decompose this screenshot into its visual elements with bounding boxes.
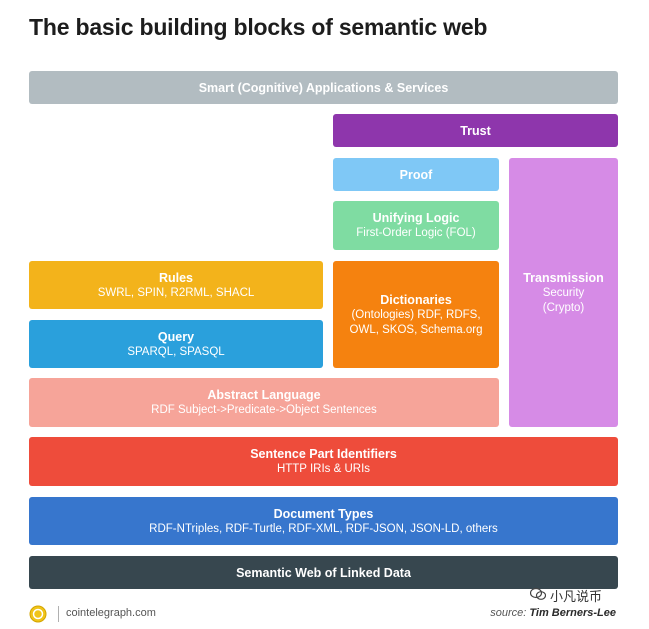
footer-source-author: Tim Berners-Lee [529,607,616,619]
watermark-icon [529,587,547,604]
block-abstract-language-subtitle: RDF Subject->Predicate->Object Sentences [151,404,377,416]
watermark: 小凡说币 [529,586,603,605]
block-proof: Proof [333,158,499,191]
block-unifying-logic-subtitle: First-Order Logic (FOL) [356,227,476,239]
block-trust-title: Trust [460,123,491,138]
block-sentence-part-identifiers: Sentence Part Identifiers HTTP IRIs & UR… [29,437,618,486]
block-transmission-subtitle-1: Security [542,286,585,299]
block-transmission-subtitle-2: (Crypto) [542,301,585,314]
block-sentence-part-identifiers-title: Sentence Part Identifiers [250,447,397,461]
block-linked-data-title: Semantic Web of Linked Data [236,565,411,580]
block-query: Query SPARQL, SPASQL [29,320,323,368]
footer-source: source: Tim Berners-Lee [490,607,616,619]
diagram-title: The basic building blocks of semantic we… [29,14,488,40]
block-linked-data: Semantic Web of Linked Data [29,556,618,589]
block-unifying-logic: Unifying Logic First-Order Logic (FOL) [333,201,499,250]
block-rules-subtitle: SWRL, SPIN, R2RML, SHACL [97,286,255,299]
block-document-types-title: Document Types [273,506,374,521]
block-rules-title: Rules [158,270,194,285]
block-abstract-language-title: Abstract Language [207,388,321,402]
block-abstract-language: Abstract Language RDF Subject->Predicate… [29,378,499,427]
block-document-types-subtitle: RDF-NTriples, RDF-Turtle, RDF-XML, RDF-J… [149,522,498,535]
block-proof-title: Proof [399,167,433,182]
block-sentence-part-identifiers-subtitle: HTTP IRIs & URIs [276,463,371,475]
block-query-subtitle: SPARQL, SPASQL [127,345,225,358]
watermark-text: 小凡说币 [550,589,603,604]
footer-separator [58,606,59,622]
block-dictionaries-subtitle-2: OWL, SKOS, Schema.org [349,323,483,336]
block-dictionaries-title: Dictionaries [380,292,452,307]
block-unifying-logic-title: Unifying Logic [372,211,460,225]
block-dictionaries: Dictionaries (Ontologies) RDF, RDFS, OWL… [333,261,499,368]
block-dictionaries-subtitle-1: (Ontologies) RDF, RDFS, [351,308,481,321]
cointelegraph-logo-icon [28,604,48,624]
block-document-types: Document Types RDF-NTriples, RDF-Turtle,… [29,497,618,545]
block-rules: Rules SWRL, SPIN, R2RML, SHACL [29,261,323,309]
footer-site-link[interactable]: cointelegraph.com [66,607,156,619]
block-trust: Trust [333,114,618,147]
block-smart-applications-title: Smart (Cognitive) Applications & Service… [198,80,449,95]
block-transmission-title: Transmission [523,270,604,285]
block-query-title: Query [157,329,195,344]
footer-source-prefix: source: [490,607,530,619]
block-transmission: Transmission Security (Crypto) [509,158,618,427]
block-smart-applications: Smart (Cognitive) Applications & Service… [29,71,618,104]
